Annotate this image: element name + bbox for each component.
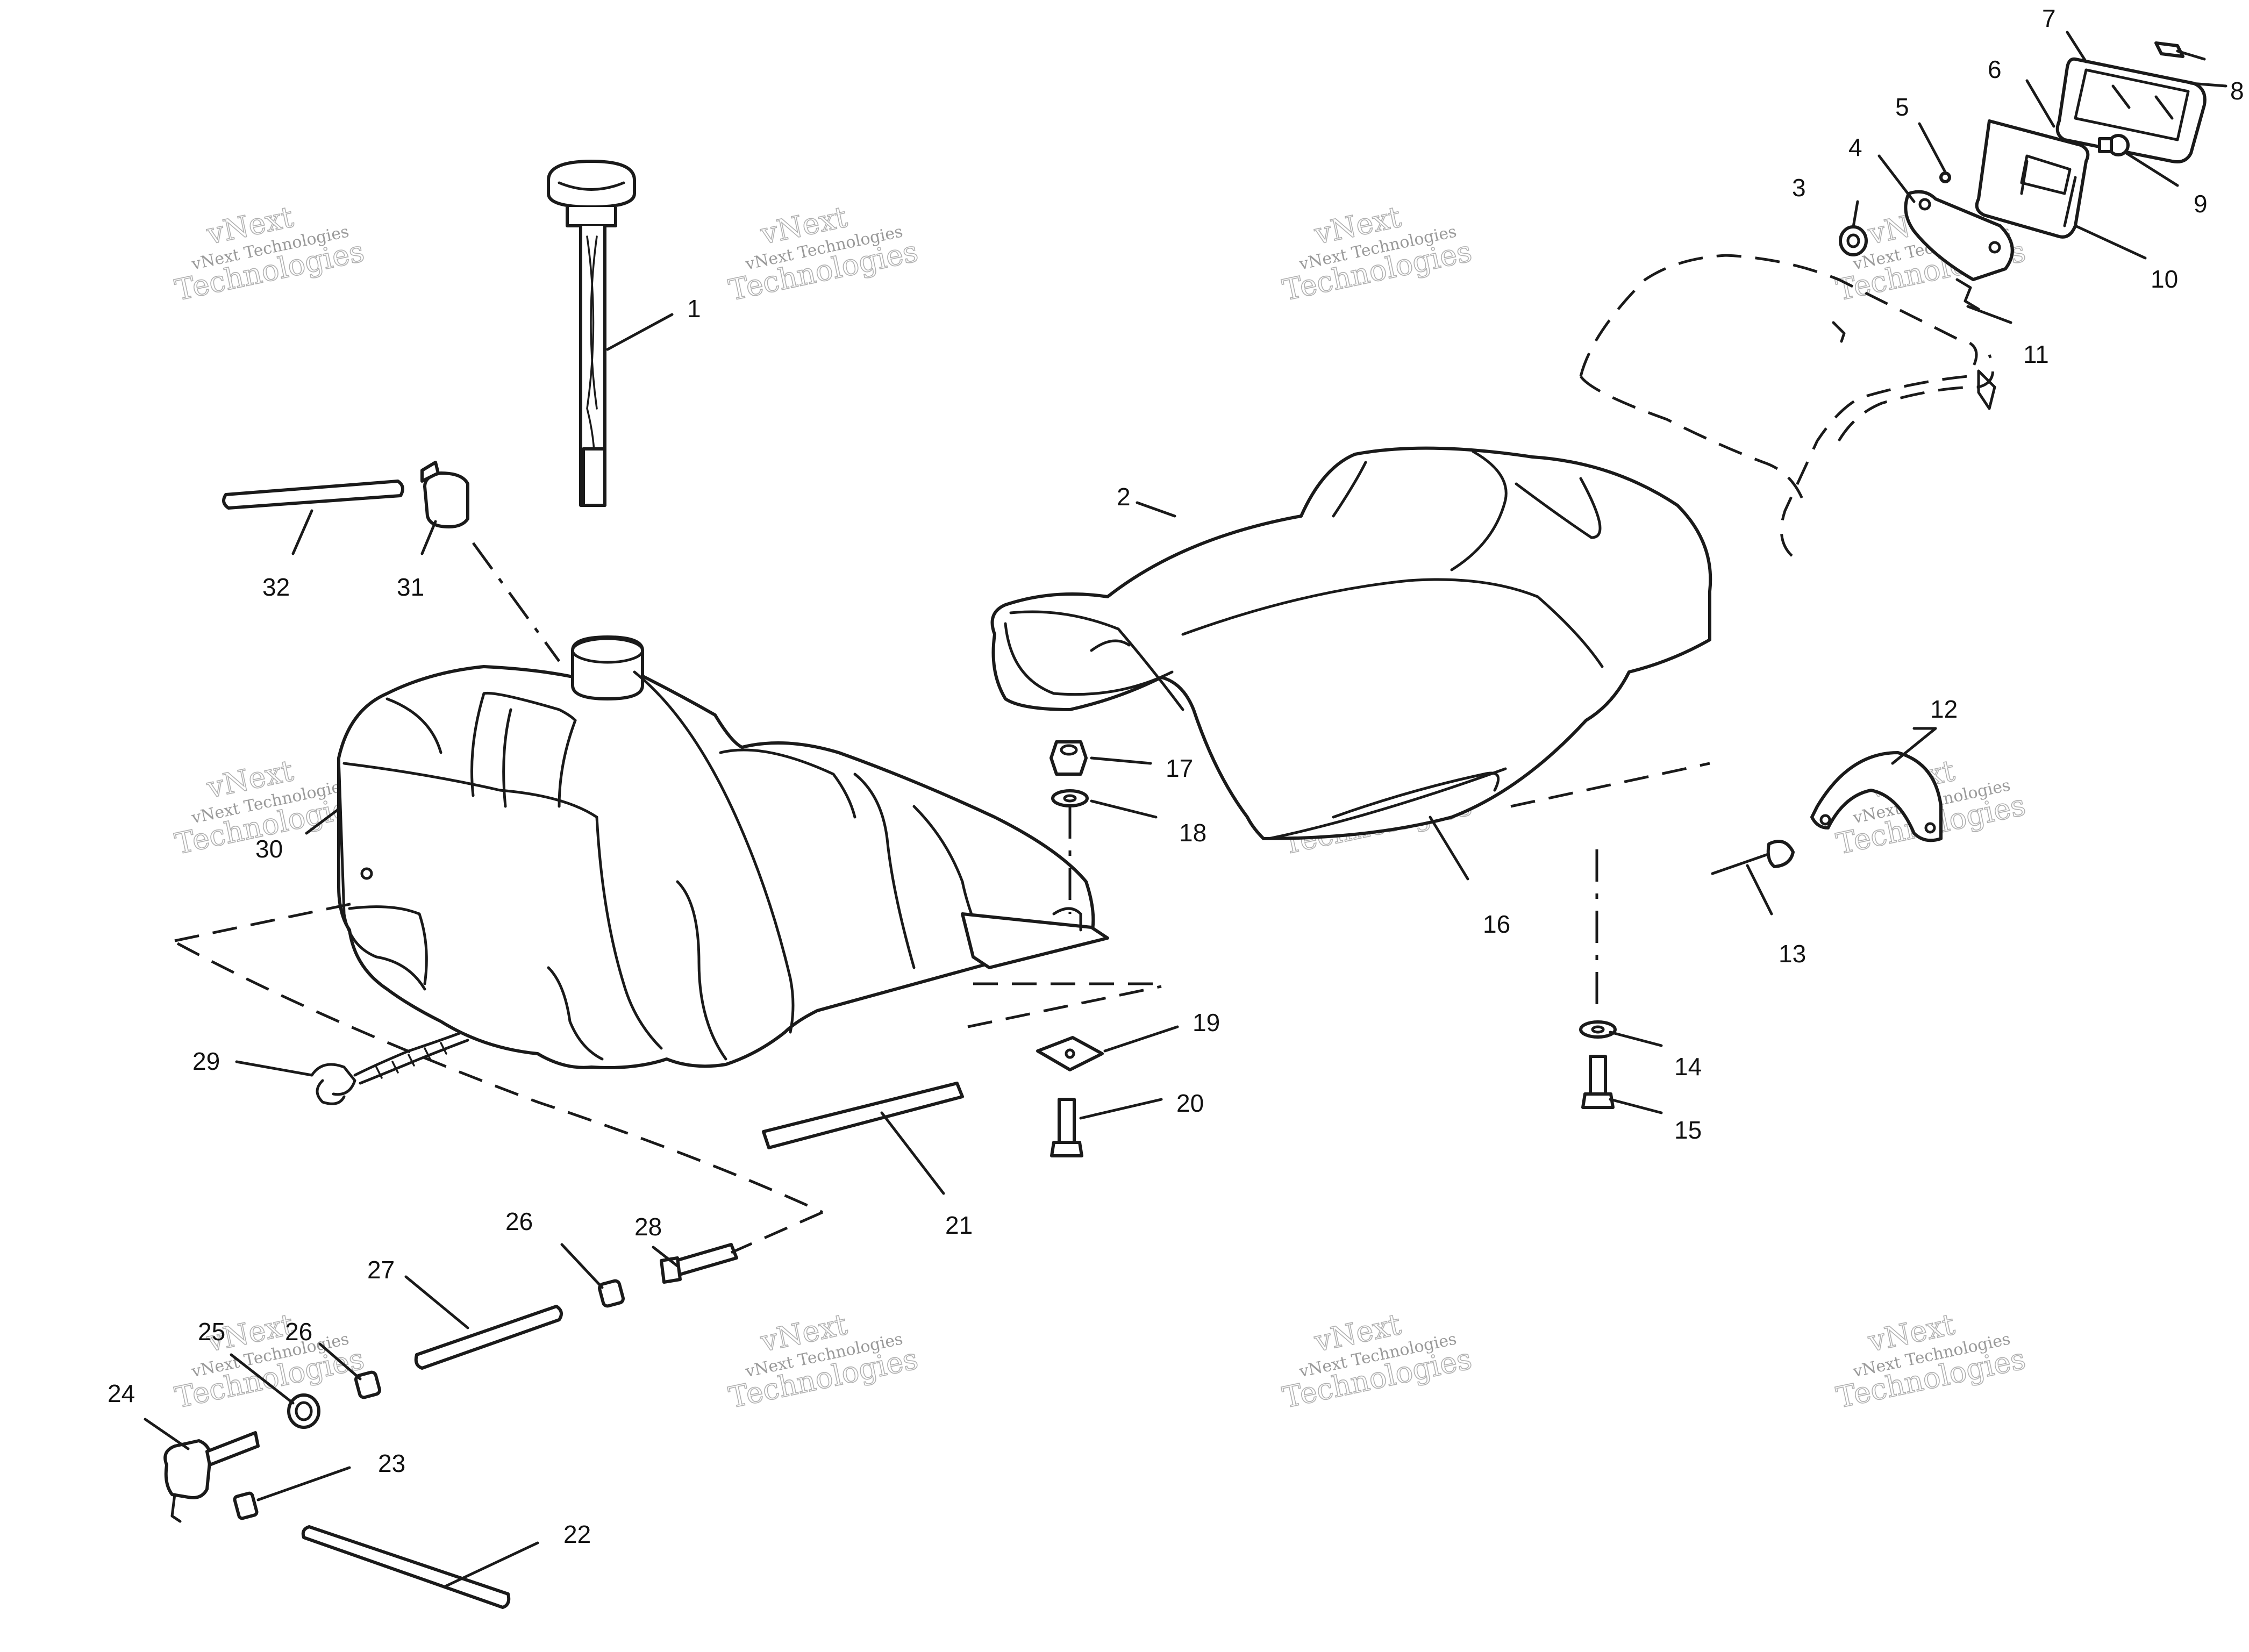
part-19-pad [1036,1036,1104,1071]
callout-3: 3 [1792,174,1806,202]
callout-20: 20 [1176,1089,1204,1117]
callout-6: 6 [1988,55,2002,83]
callout-17: 17 [1166,754,1193,782]
callout-28: 28 [634,1213,662,1241]
part-1-fuel-sender [547,160,636,507]
callout-15: 15 [1674,1116,1702,1144]
watermark: vNext vNext Technologies Technologies [1833,1307,2029,1415]
callout-26-upper: 26 [505,1207,533,1235]
part-9-bulb [2098,134,2130,156]
part-11-clip [1955,278,1980,311]
part-21-strip [762,1082,964,1149]
part-17-nut [1049,740,1088,776]
part-27-hose [414,1305,563,1370]
callout-7: 7 [2042,4,2056,32]
part-32-hose [222,480,404,510]
callout-25: 25 [198,1318,225,1346]
part-16-seat-pad [1332,771,1500,819]
callout-14: 14 [1674,1053,1702,1081]
watermark: vNext vNext Technologies Technologies [172,1307,367,1415]
part-12-cover [1810,751,1943,842]
callout-9: 9 [2194,190,2208,218]
watermark: vNext vNext Technologies Technologies [1279,1307,1475,1415]
part-23-plug [233,1491,259,1520]
part-2-seat [990,446,1712,840]
callout-12: 12 [1930,695,1958,723]
watermark: vNext vNext Technologies Technologies [1279,199,1475,308]
callout-5: 5 [1895,93,1909,121]
callout-27: 27 [367,1256,395,1284]
part-20-bolt [1050,1098,1083,1157]
part-24-valve [163,1431,260,1523]
part-28-fitting [660,1243,738,1284]
part-4-bracket [1904,190,2014,281]
part-22-hose [301,1525,511,1609]
part-30-fuel-tank [337,635,1109,1069]
callout-30: 30 [255,835,283,863]
leader-lines [144,31,2227,1587]
callout-32: 32 [262,573,290,601]
callout-23: 23 [378,1449,405,1477]
callout-numbers: 1 2 3 4 5 6 7 8 9 10 11 12 13 14 15 16 1… [108,4,2244,1548]
part-6-10-taillight-base [1975,119,2090,239]
callout-2: 2 [1117,483,1131,511]
part-31-elbow [420,461,469,528]
watermark: vNext vNext Technologies Technologies [725,1307,921,1415]
part-14-washer [1579,1020,1617,1039]
grab-rail-reference [1579,254,1996,560]
callout-10: 10 [2151,265,2178,293]
callout-8: 8 [2230,77,2244,105]
part-15-bolt [1581,1055,1615,1109]
callout-16: 16 [1483,910,1510,938]
part-7-taillight-lens [2055,57,2207,163]
part-26-cap-upper [598,1279,625,1308]
watermark: vNext vNext Technologies Technologies [725,199,921,308]
reference-lines [174,542,1710,1254]
callout-4: 4 [1848,133,1862,161]
callout-22: 22 [563,1520,591,1548]
callout-1: 1 [687,295,701,323]
part-13-rivet [1711,840,1795,875]
part-18-washer [1051,789,1089,807]
part-8-screw [2154,41,2206,61]
callout-31: 31 [397,573,424,601]
callout-13: 13 [1779,940,1806,968]
watermark: vNext vNext Technologies Technologies [172,199,367,308]
callout-29: 29 [192,1047,220,1075]
part-5-screw [1939,171,1951,183]
callout-19: 19 [1193,1009,1220,1036]
callout-21: 21 [945,1211,973,1239]
part-25-grommet [287,1393,320,1429]
part-26-cap-lower [354,1370,381,1399]
callout-18: 18 [1179,819,1206,847]
callout-24: 24 [108,1379,135,1407]
callout-26-lower: 26 [285,1318,312,1346]
part-3-washer [1839,225,1868,256]
callout-11: 11 [2023,340,2049,368]
